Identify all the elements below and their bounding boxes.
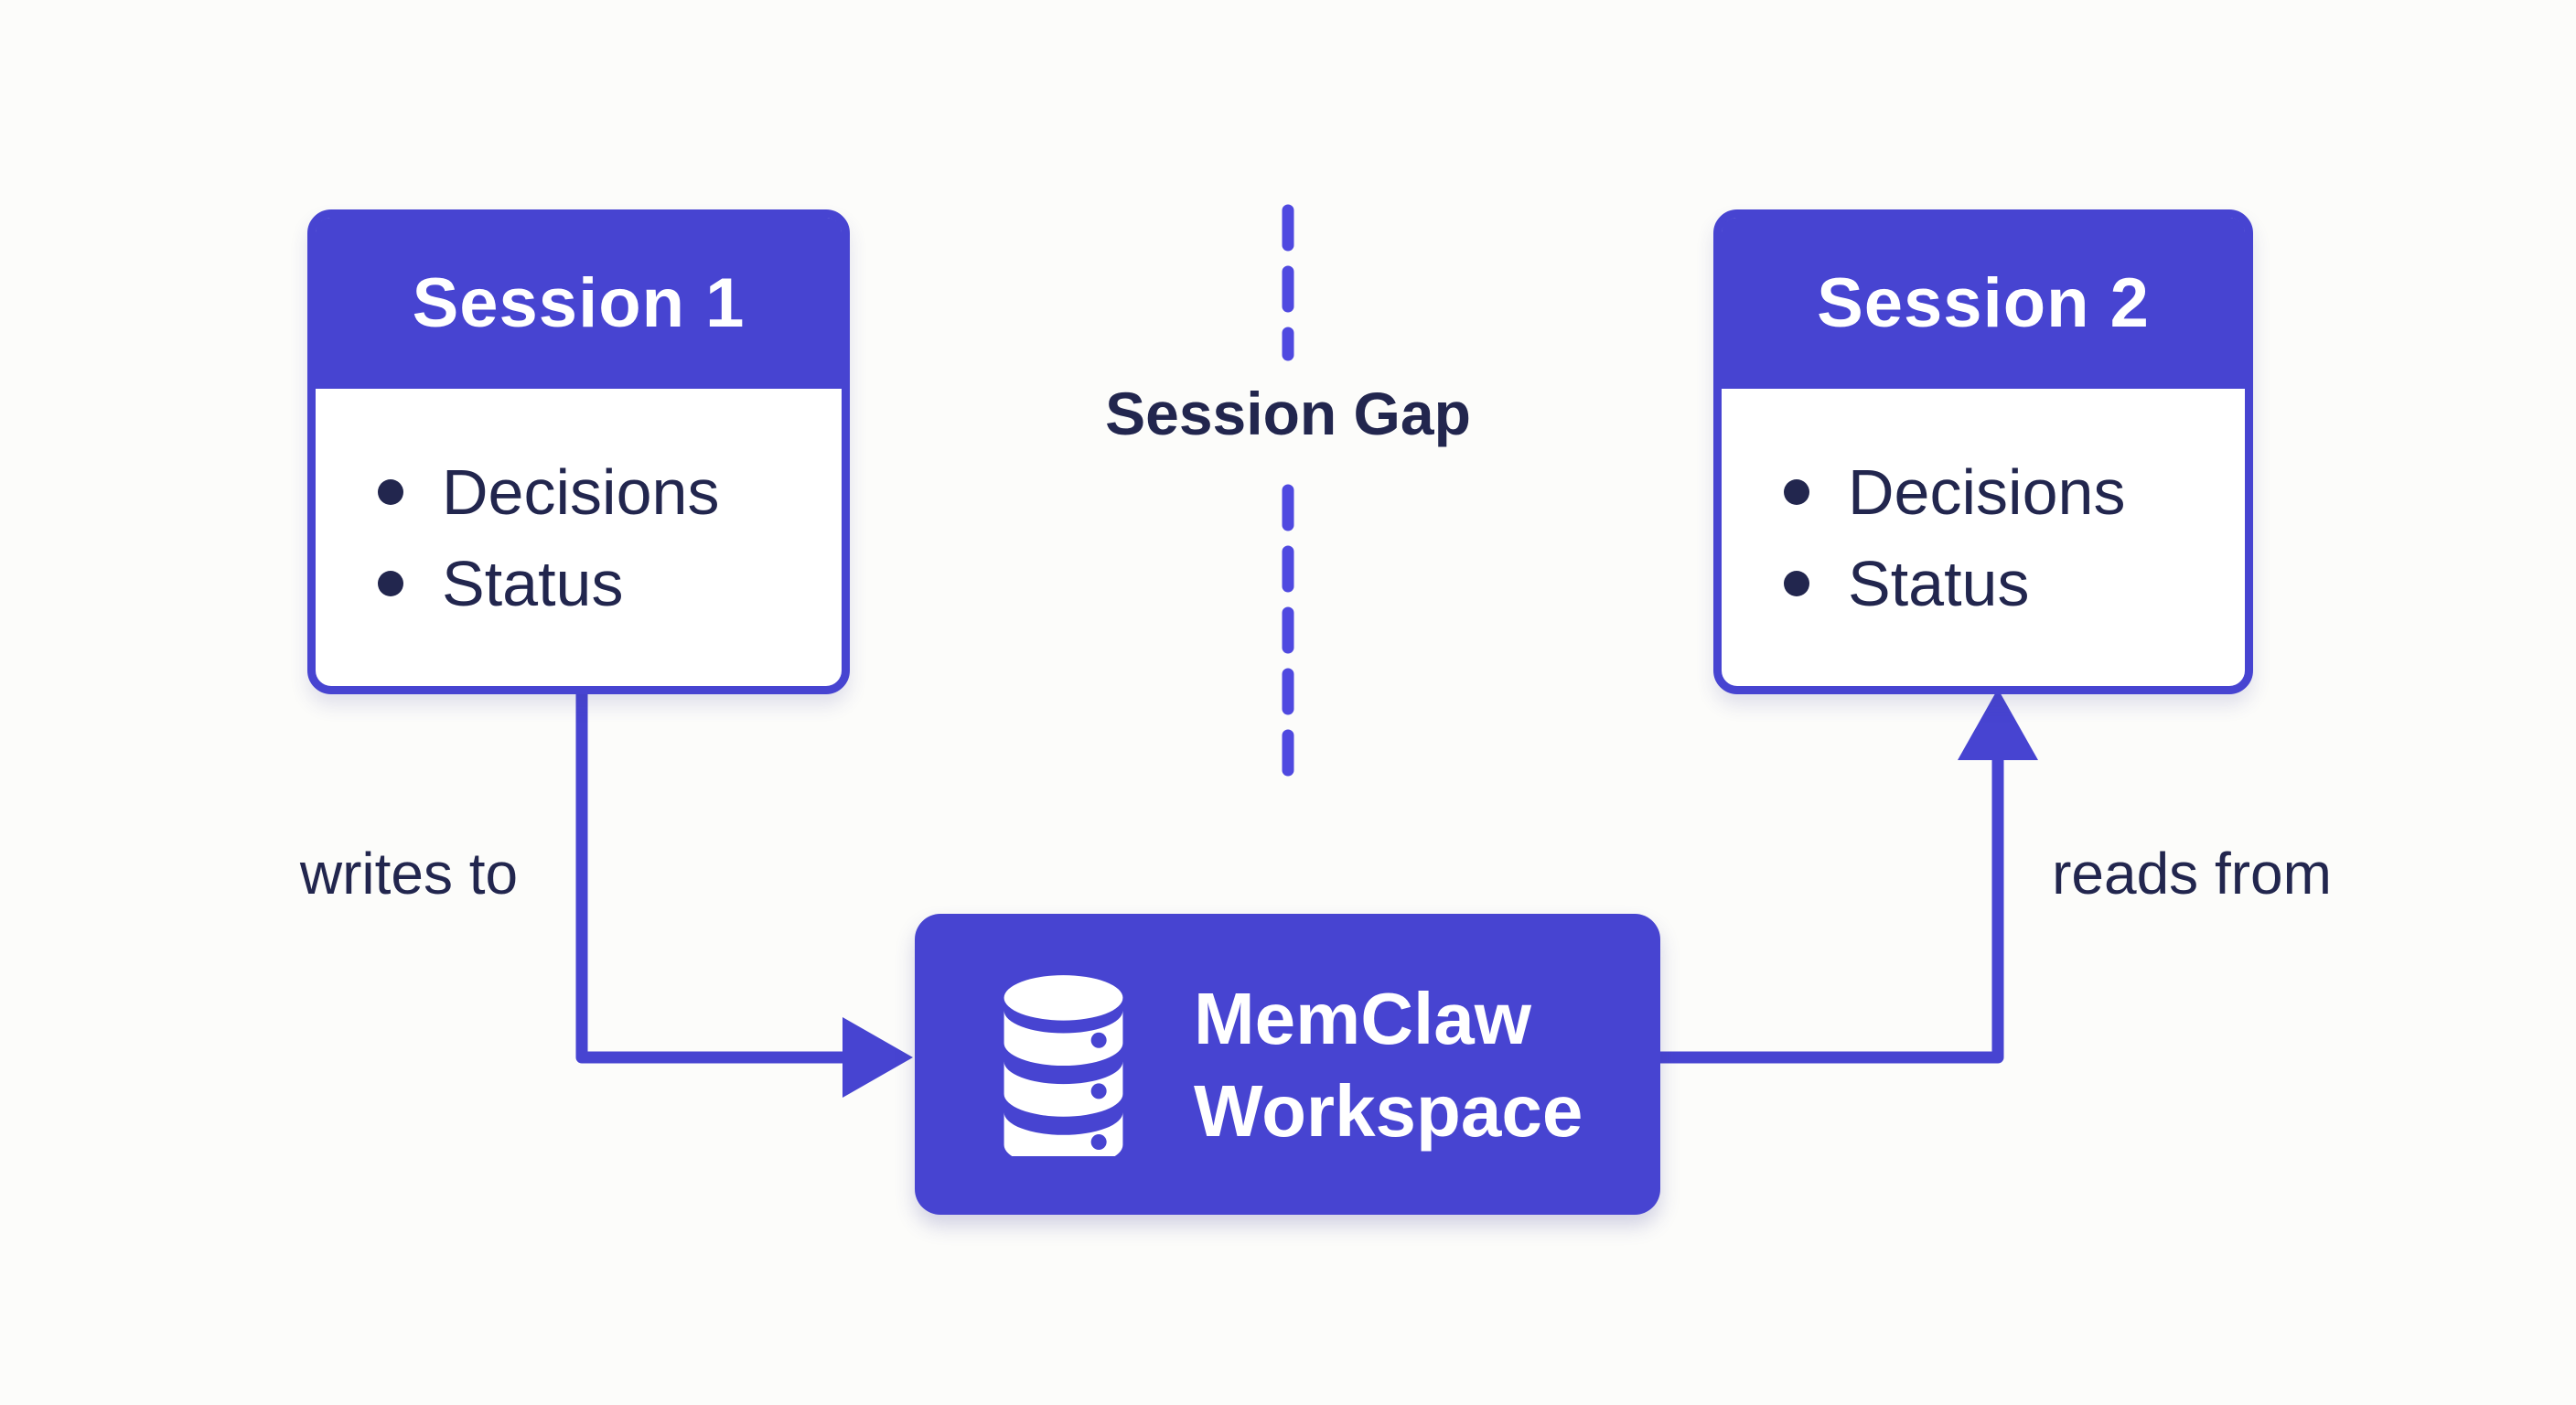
workspace-title: MemClaw Workspace — [1194, 972, 1583, 1157]
session-2-header: Session 2 — [1722, 218, 2245, 389]
list-item: Status — [378, 538, 842, 629]
writes-arrow-line — [575, 688, 843, 1064]
session-2-list: Decisions Status — [1722, 446, 2245, 629]
bullet-dot-icon — [378, 571, 403, 596]
session-1-title: Session 1 — [412, 264, 746, 342]
list-item-label: Decisions — [1848, 456, 2126, 528]
reads-arrowhead-icon — [1958, 689, 2038, 760]
bullet-dot-icon — [1784, 571, 1809, 596]
list-item: Status — [1784, 538, 2245, 629]
list-item-label: Decisions — [442, 456, 720, 528]
session-gap-label: Session Gap — [1105, 380, 1471, 447]
writes-arrowhead-icon — [843, 1017, 913, 1098]
session-2-title: Session 2 — [1817, 264, 2150, 342]
session-1-header: Session 1 — [316, 218, 842, 389]
reads-edge-label: reads from — [2052, 841, 2332, 906]
database-icon — [1004, 975, 1123, 1156]
writes-edge-label: writes to — [299, 841, 519, 906]
bullet-dot-icon — [1784, 479, 1809, 505]
writes-edge — [575, 688, 913, 1098]
reads-arrow-line — [1658, 759, 2004, 1064]
list-item-label: Status — [1848, 548, 2030, 619]
list-item: Decisions — [1784, 446, 2245, 538]
session-2-box: Session 2 Decisions Status — [1713, 209, 2253, 694]
workspace-box: MemClaw Workspace — [915, 914, 1660, 1215]
session-1-list: Decisions Status — [316, 446, 842, 629]
workspace-title-line1: MemClaw — [1194, 977, 1531, 1059]
list-item-label: Status — [442, 548, 624, 619]
session-1-box: Session 1 Decisions Status — [307, 209, 850, 694]
list-item: Decisions — [378, 446, 842, 538]
reads-edge — [1658, 689, 2038, 1064]
bullet-dot-icon — [378, 479, 403, 505]
workspace-title-line2: Workspace — [1194, 1069, 1583, 1152]
